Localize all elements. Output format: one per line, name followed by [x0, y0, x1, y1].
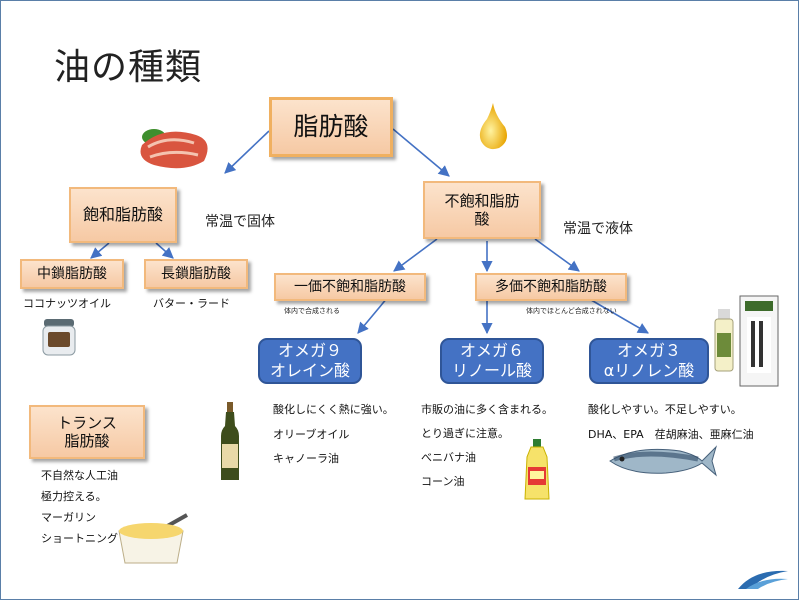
omega6-line4: コーン油 — [421, 475, 465, 488]
unsaturated-box: 不飽和脂肪 酸 — [423, 181, 541, 239]
mono-note: 体内で合成される — [284, 307, 340, 315]
arrow-to-saturated — [224, 130, 270, 174]
meat-icon — [140, 129, 208, 169]
omega9-label: オメガ９ オレイン酸 — [269, 341, 350, 380]
olive-oil-bottle-icon — [221, 402, 239, 480]
safflower-oil-bottle-icon — [524, 439, 550, 500]
fatty-acid-label: 脂肪酸 — [293, 112, 369, 141]
solid-label: 常温で固体 — [205, 214, 275, 230]
trans-fat-box: トランス 脂肪酸 — [29, 405, 145, 459]
saturated-box: 飽和脂肪酸 — [69, 187, 177, 243]
medium-chain-box: 中鎖脂肪酸 — [20, 259, 124, 289]
omega6-box: オメガ６ リノール酸 — [440, 338, 544, 384]
saturated-label: 飽和脂肪酸 — [82, 205, 163, 225]
mono-unsaturated-box: 一価不飽和脂肪酸 — [274, 273, 426, 301]
coconut-oil-text: ココナッツオイル — [23, 297, 111, 310]
omega3-label: オメガ３ αリノレン酸 — [603, 341, 695, 380]
fatty-acid-box: 脂肪酸 — [269, 97, 393, 157]
oil-drop-icon — [479, 103, 507, 150]
liquid-label: 常温で液体 — [563, 221, 633, 237]
margarine-tub-icon — [118, 513, 188, 564]
medium-chain-label: 中鎖脂肪酸 — [37, 265, 107, 282]
sardine-fish-icon — [609, 445, 718, 477]
omega9-line2: オリーブオイル — [273, 428, 350, 441]
omega6-line3: べニバナ油 — [421, 451, 476, 464]
poly-note: 体内でほとんど合成されない — [526, 307, 617, 315]
arrow-to-omega3 — [585, 296, 649, 334]
mono-label: 一価不飽和脂肪酸 — [294, 278, 406, 295]
omega6-line2: とり過ぎに注意。 — [421, 427, 509, 440]
flaxseed-oil-bottle-icon — [714, 309, 734, 372]
arrow-to-unsaturated — [392, 128, 450, 177]
long-chain-label: 長鎖脂肪酸 — [161, 265, 231, 282]
omega3-line2: DHA、EPA 荏胡麻油、亜麻仁油 — [588, 428, 754, 441]
poly-label: 多価不飽和脂肪酸 — [495, 278, 607, 295]
arrow-to-medium-chain — [90, 242, 110, 259]
omega3-line1: 酸化しやすい。不足しやすい。 — [588, 403, 742, 416]
arrow-to-mono — [393, 238, 438, 272]
arrow-to-omega9 — [357, 296, 389, 334]
omega3-box: オメガ３ αリノレン酸 — [589, 338, 709, 384]
butter-lard-text: バター・ラード — [153, 297, 230, 310]
page-title: 油の種類 — [54, 47, 203, 88]
trans-line4: ショートニング — [41, 532, 118, 545]
omega9-line3: キャノーラ油 — [273, 452, 339, 465]
trans-line2: 極力控える。 — [41, 490, 107, 503]
omega9-box: オメガ９ オレイン酸 — [258, 338, 362, 384]
company-logo-icon — [738, 570, 788, 589]
long-chain-box: 長鎖脂肪酸 — [144, 259, 248, 289]
trans-line1: 不自然な人工油 — [41, 469, 118, 482]
omega6-line1: 市販の油に多く含まれる。 — [421, 403, 553, 416]
arrow-to-long-chain — [155, 242, 174, 259]
coconut-oil-jar-icon — [42, 319, 76, 356]
flaxseed-oil-box-icon — [739, 295, 779, 387]
unsaturated-label: 不飽和脂肪 酸 — [444, 192, 520, 228]
trans-label: トランス 脂肪酸 — [57, 414, 117, 450]
omega6-label: オメガ６ リノール酸 — [451, 341, 532, 380]
omega9-line1: 酸化しにくく熱に強い。 — [273, 403, 394, 416]
trans-line3: マーガリン — [41, 511, 96, 524]
poly-unsaturated-box: 多価不飽和脂肪酸 — [475, 273, 627, 301]
arrow-to-poly-right — [534, 238, 580, 272]
